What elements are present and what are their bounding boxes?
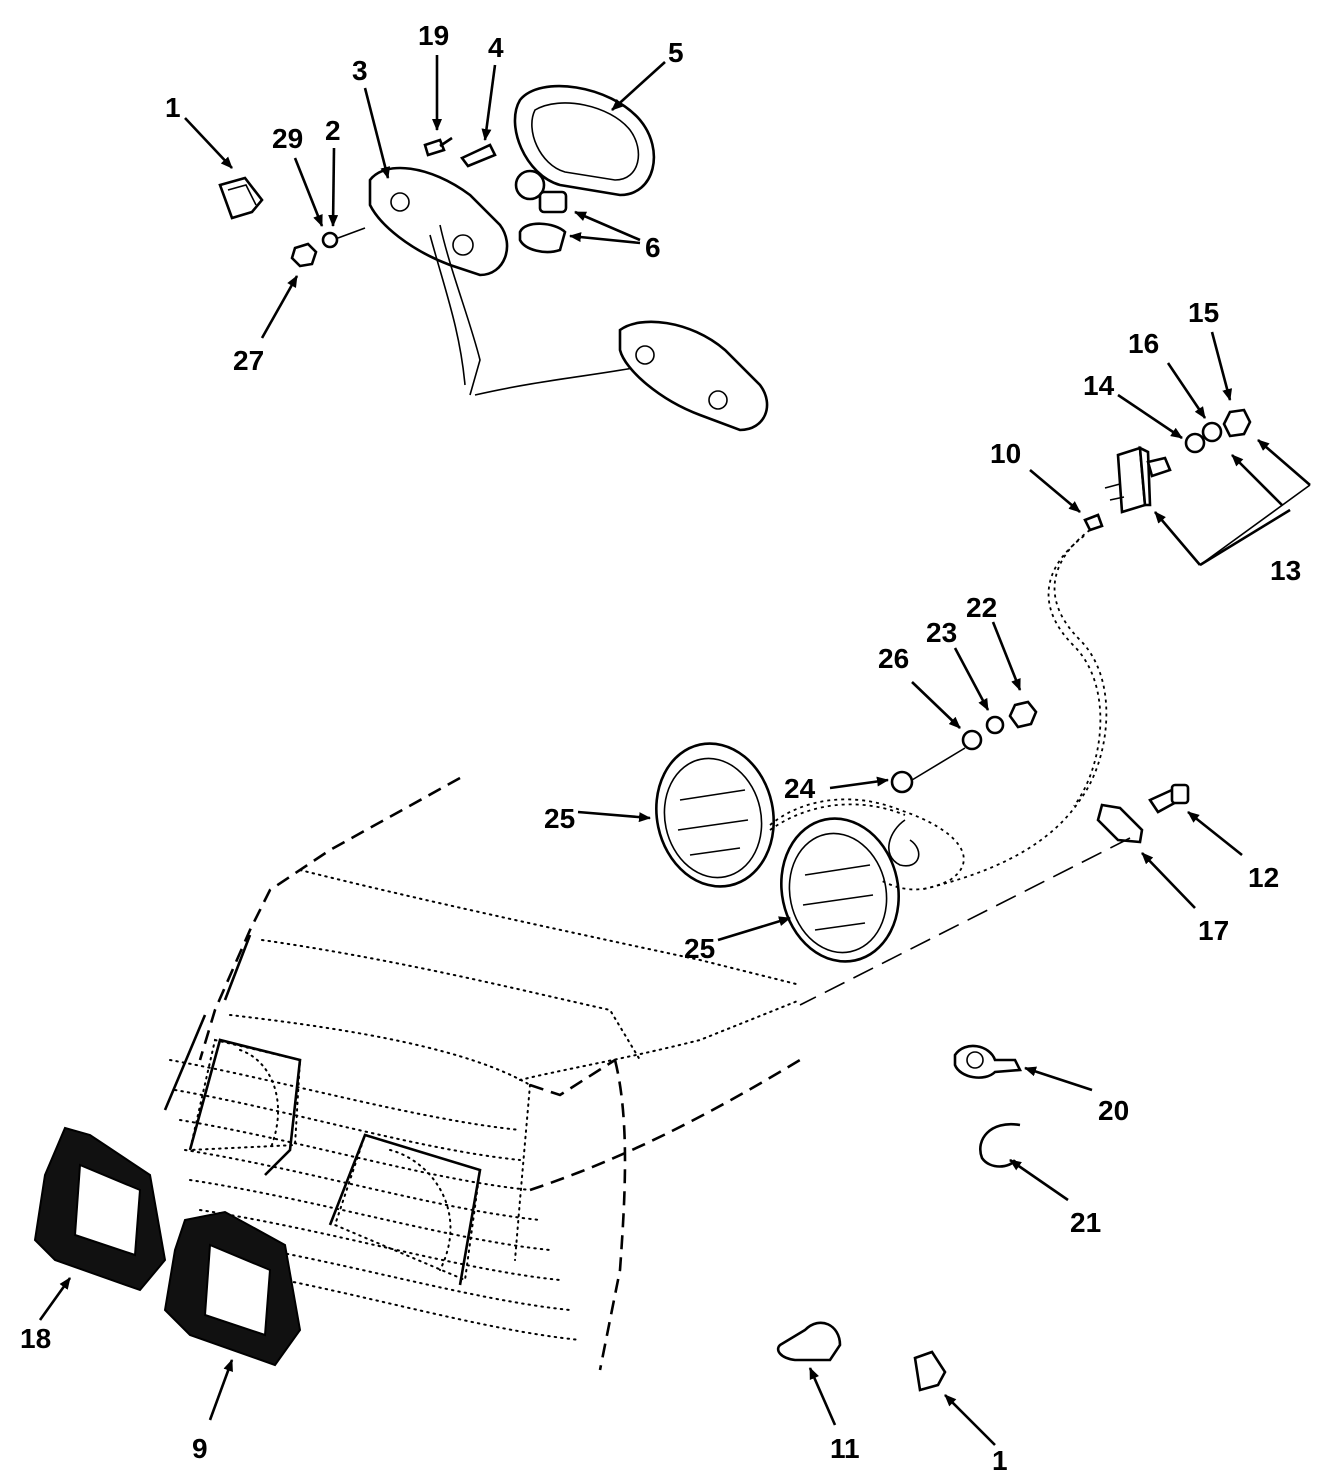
- callout-11: 11: [830, 1433, 860, 1464]
- callout-25-upper: 25: [544, 803, 575, 834]
- bulb-small: [518, 222, 567, 254]
- callout-14: 14: [1083, 370, 1115, 401]
- small-clips: [776, 1044, 1023, 1392]
- flat-washer: [1201, 421, 1223, 443]
- callout-18: 18: [20, 1323, 51, 1354]
- switch-assembly: [919, 408, 1311, 891]
- headlamp-bezels: [33, 1126, 302, 1367]
- callout-21: 21: [1070, 1207, 1101, 1238]
- washer-23: [985, 715, 1005, 735]
- callout-3: 3: [352, 55, 368, 86]
- callout-labels: 1 29 2 3 19 4 5 6 27 15 16 14 10 13 22 2…: [20, 20, 1301, 1476]
- callout-15: 15: [1188, 297, 1219, 328]
- cable-clip: [953, 1044, 1023, 1079]
- callout-27: 27: [233, 345, 264, 376]
- mounting-bracket: [1096, 803, 1144, 844]
- callout-29: 29: [272, 123, 303, 154]
- nut-22: [1008, 700, 1038, 729]
- bulb-large: [514, 169, 546, 201]
- callout-16: 16: [1128, 328, 1159, 359]
- callout-19: 19: [418, 20, 449, 51]
- self-tapping-screw: [459, 143, 497, 168]
- callout-13: 13: [1270, 555, 1301, 586]
- harness-clip: [913, 1350, 947, 1392]
- callout-23: 23: [926, 617, 957, 648]
- callout-4: 4: [488, 32, 504, 63]
- callout-9: 9: [192, 1433, 208, 1464]
- mount-stud: [890, 770, 914, 794]
- leader-lines: [38, 55, 1311, 1446]
- callout-24: 24: [784, 773, 816, 804]
- marker-lamp-assembly: [218, 84, 769, 432]
- marker-lens: [513, 84, 656, 197]
- callout-20: 20: [1098, 1095, 1129, 1126]
- callout-6: 6: [645, 232, 661, 263]
- lock-washer: [1184, 432, 1206, 454]
- retaining-ring: [979, 1122, 1021, 1168]
- callout-1-bottom: 1: [992, 1445, 1008, 1476]
- washer: [321, 231, 339, 249]
- clip: [218, 176, 264, 220]
- callout-26: 26: [878, 643, 909, 674]
- hose-clip: [776, 1321, 842, 1362]
- nut: [290, 242, 318, 268]
- callout-17: 17: [1198, 915, 1229, 946]
- hex-nut: [1222, 408, 1252, 438]
- callout-10: 10: [990, 438, 1021, 469]
- callout-1-top: 1: [165, 92, 181, 123]
- driving-lamp-left: [655, 742, 775, 888]
- callout-2: 2: [325, 115, 341, 146]
- screw: [423, 138, 446, 157]
- callout-22: 22: [966, 592, 997, 623]
- callout-25-lower: 25: [684, 933, 715, 964]
- callout-12: 12: [1248, 862, 1279, 893]
- callout-5: 5: [668, 37, 684, 68]
- marker-housing: [368, 166, 509, 277]
- driving-lamps: [655, 700, 1190, 1006]
- terminal: [1083, 513, 1104, 532]
- lock-washer-26: [961, 729, 983, 751]
- vehicle-outline: [163, 776, 801, 1371]
- driving-lamp-right: [780, 817, 900, 963]
